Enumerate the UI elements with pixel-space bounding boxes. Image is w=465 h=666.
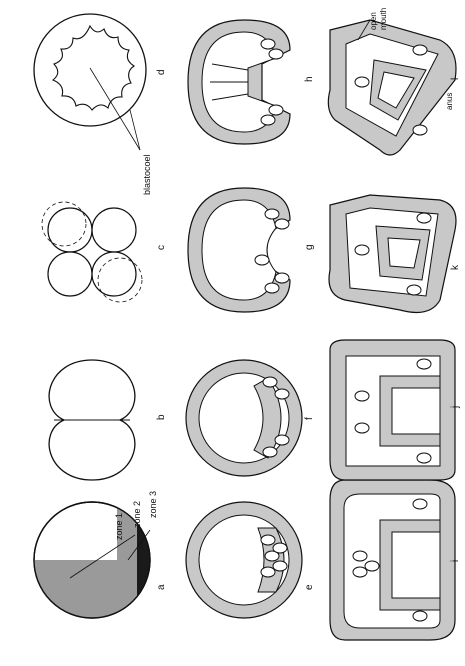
zone-2-label: zone 2	[132, 501, 142, 528]
panel-a: zone 1 zone 2 zone 3 a	[34, 491, 167, 618]
zone-3-label: zone 3	[148, 491, 158, 518]
panel-c: c	[42, 202, 167, 302]
panel-k: k	[329, 195, 461, 312]
panel-e: e	[186, 502, 315, 618]
panel-l-letter: l	[450, 78, 461, 80]
panel-b: b	[49, 360, 167, 480]
blastocoel-label: blastocoel	[142, 154, 152, 195]
panel-d: blastocoel d	[34, 14, 167, 195]
cell-4	[92, 252, 136, 296]
panel-i-letter: i	[450, 560, 461, 562]
zone-1-label: zone 1	[114, 513, 124, 540]
panel-g: g	[188, 188, 315, 312]
panel-k-letter: k	[450, 264, 461, 270]
panel-c-letter: c	[156, 245, 167, 250]
panel-l: open mouth anus l	[328, 8, 461, 155]
anus-label: anus	[445, 93, 454, 110]
panel-g-letter: g	[304, 244, 315, 250]
panel-j: j	[330, 340, 461, 480]
panel-b-letter: b	[156, 414, 167, 420]
panel-d-letter: d	[156, 69, 167, 75]
open-label-1: open	[369, 12, 378, 30]
cell-3	[48, 252, 92, 296]
panel-a-letter: a	[156, 584, 167, 590]
cell-2	[92, 208, 136, 252]
panel-f: f	[186, 360, 315, 476]
panel-h: h	[188, 20, 315, 144]
panel-e-letter: e	[304, 584, 315, 590]
panel-h-letter: h	[304, 76, 315, 82]
panel-i: i	[330, 480, 461, 640]
panel-f-letter: f	[304, 417, 315, 420]
open-label-2: mouth	[379, 8, 388, 30]
panel-j-letter: j	[450, 406, 461, 409]
